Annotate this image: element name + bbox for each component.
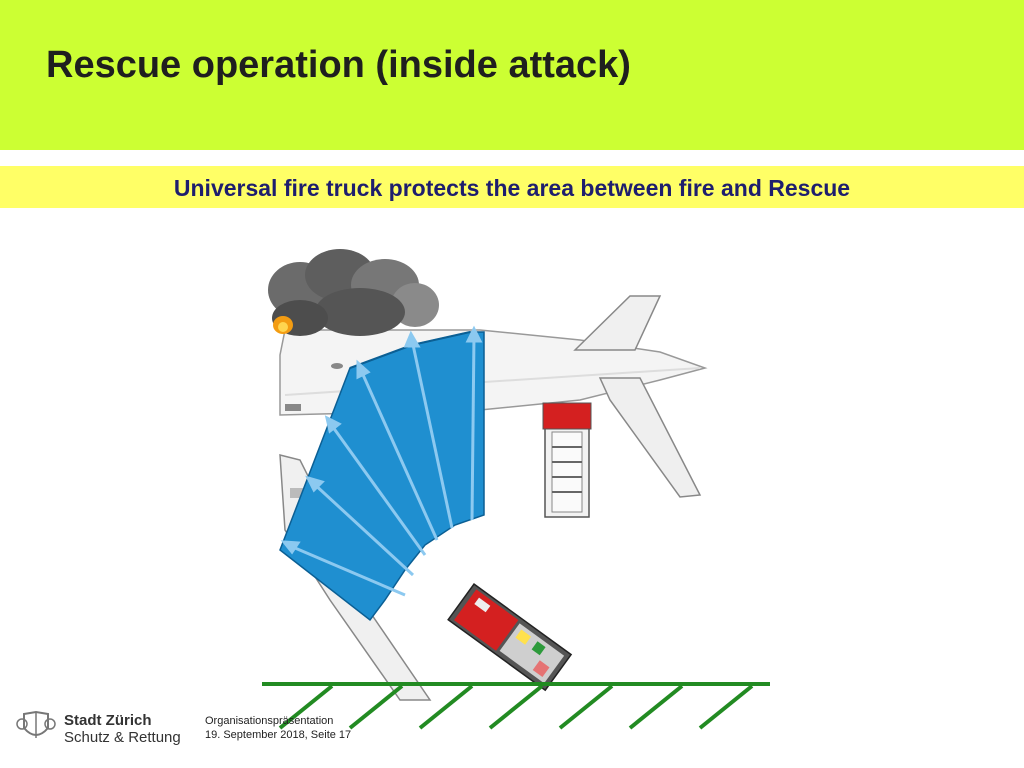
ground-line <box>262 682 770 730</box>
footer-date-page: 19. September 2018, Seite 17 <box>205 729 352 741</box>
water-jet <box>358 367 439 541</box>
water-jet <box>410 339 454 529</box>
water-jet <box>287 543 406 597</box>
stadt-zurich-logo: Stadt Zürich Schutz & Rettung <box>16 710 196 750</box>
fire-flame <box>273 316 293 334</box>
slide-title: Rescue operation (inside attack) <box>46 44 631 86</box>
footer-presentation: Organisationspräsentation <box>205 715 334 727</box>
header-band: Rescue operation (inside attack) <box>0 0 1024 150</box>
aircraft-tail-stabilizer <box>598 377 702 498</box>
water-jet <box>310 480 415 577</box>
aircraft-tail-fin <box>573 295 662 351</box>
subtitle-band: Universal fire truck protects the area b… <box>0 166 1024 208</box>
logo-line1: Stadt Zürich <box>64 712 152 729</box>
fire-truck-parked <box>542 402 592 518</box>
coat-of-arms-icon <box>16 710 56 738</box>
slide-subtitle: Universal fire truck protects the area b… <box>173 175 851 201</box>
water-jets <box>280 325 483 597</box>
water-jet <box>470 334 476 521</box>
footer-info: Organisationspräsentation 19. September … <box>205 714 351 742</box>
water-jet <box>328 422 427 556</box>
smoke-cloud <box>268 249 439 336</box>
logo-line2: Schutz & Rettung <box>64 729 181 746</box>
universal-fire-truck <box>447 583 573 692</box>
aircraft-door <box>285 404 301 411</box>
